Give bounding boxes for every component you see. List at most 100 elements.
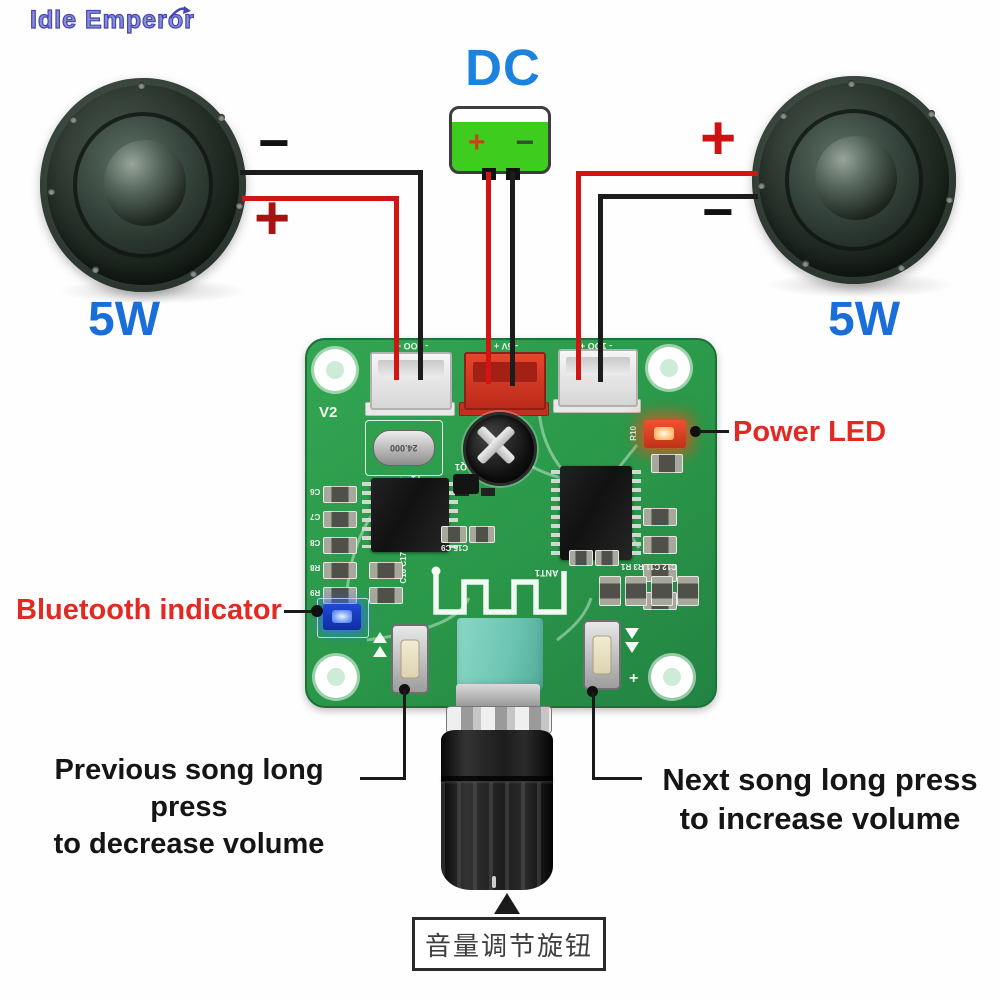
dc-negative-wire	[510, 172, 515, 386]
previous-song-label: Previous song long press to decrease vol…	[14, 752, 364, 863]
crystal-oscillator: 24.000	[373, 430, 435, 466]
volume-potentiometer	[457, 618, 543, 690]
screw-icon	[48, 188, 55, 195]
screw-icon	[70, 116, 77, 123]
next-song-label-line2: to increase volume	[679, 801, 961, 836]
mounting-hole	[314, 349, 356, 391]
bluetooth-callout-dot	[311, 605, 323, 617]
screw-icon	[780, 112, 787, 119]
previous-callout-line	[403, 690, 406, 780]
volume-knob	[441, 730, 553, 890]
left-speaker-positive-wire	[394, 196, 399, 380]
knob-pointer-arrow	[494, 893, 520, 914]
smd-ref: C8	[310, 538, 321, 547]
smd-component	[625, 576, 647, 606]
next-callout-line	[592, 777, 642, 780]
power-led-ref: R10	[629, 426, 638, 441]
smd-component	[569, 550, 593, 566]
screw-icon	[928, 110, 935, 117]
silkscreen-left-output: - 1OO +	[395, 341, 429, 351]
screw-icon	[138, 82, 145, 89]
bluetooth-led	[323, 604, 361, 630]
right-speaker-positive-wire	[576, 171, 581, 380]
right-speaker-plus-sign: +	[700, 104, 737, 173]
battery-minus-sign: −	[515, 124, 534, 160]
smd-component	[323, 537, 357, 554]
power-led-label: Power LED	[733, 416, 887, 448]
diode-silk-icon	[373, 632, 387, 643]
next-song-label: Next song long press to increase volume	[645, 760, 995, 838]
potentiometer-base	[456, 684, 540, 710]
mounting-hole	[315, 656, 357, 698]
amplifier-board: - 1OO + - 5V + - 1OO + V2 24.000 Y1 Q1 C…	[305, 338, 717, 708]
dc-power-connector: + −	[449, 106, 551, 174]
watermark-text: Idle Emperor	[29, 5, 195, 34]
watermark-arrow-icon	[169, 6, 191, 19]
knob-indicator-mark	[492, 876, 496, 888]
battery-plus-sign: +	[468, 126, 486, 159]
smd-component	[599, 576, 621, 606]
left-speaker-connector	[370, 352, 452, 410]
left-speaker	[40, 78, 246, 292]
bluetooth-led-silk	[317, 598, 369, 638]
smd-ref: R8	[310, 563, 321, 572]
previous-callout-line	[360, 777, 406, 780]
volume-knob-label: 音量调节旋钮	[424, 930, 593, 961]
left-speaker-positive-wire	[242, 196, 399, 201]
diode-silk-icon	[625, 642, 639, 653]
smd-component	[441, 526, 467, 543]
smd-component	[369, 587, 403, 604]
right-speaker	[752, 76, 956, 284]
right-speaker-positive-wire	[576, 171, 758, 176]
smd-ref: C15 C9	[441, 543, 469, 552]
screw-icon	[92, 266, 99, 273]
left-speaker-minus-sign: −	[258, 113, 290, 173]
smd-ref: C6	[310, 487, 321, 496]
diode-silk-icon	[625, 628, 639, 639]
transistor-ref-label: Q1	[455, 462, 468, 472]
smd-component	[323, 562, 357, 579]
previous-song-label-line2: to decrease volume	[53, 828, 325, 860]
left-speaker-wattage: 5W	[88, 293, 160, 346]
silk-plus-mark: +	[629, 670, 639, 687]
dc-positive-wire	[486, 172, 491, 384]
smd-component	[469, 526, 495, 543]
power-led-callout-dot	[690, 426, 701, 437]
smd-component	[651, 576, 673, 606]
next-song-button	[583, 620, 621, 690]
bluetooth-ic-chip	[362, 478, 458, 552]
right-speaker-negative-wire	[598, 194, 758, 199]
screw-icon	[848, 80, 855, 87]
previous-callout-dot	[399, 684, 410, 695]
next-callout-line	[592, 692, 595, 780]
power-led	[644, 420, 686, 448]
smd-component	[651, 454, 683, 473]
left-speaker-dustcap	[103, 140, 187, 226]
screw-icon	[898, 264, 905, 271]
crystal-silk-outline	[365, 420, 443, 476]
bluetooth-callout-line	[284, 610, 314, 613]
mounting-hole	[648, 347, 690, 389]
smd-ref: R9	[310, 588, 321, 597]
smd-component	[677, 576, 699, 606]
screw-icon	[758, 182, 765, 189]
left-speaker-negative-wire	[240, 170, 423, 175]
antenna-ref-label: ANT1	[535, 568, 559, 578]
next-song-label-line1: Next song long press	[662, 762, 978, 797]
amplifier-ic-chip	[551, 466, 641, 560]
smd-component	[323, 587, 357, 604]
previous-song-button	[391, 624, 429, 694]
right-speaker-dustcap	[815, 136, 897, 220]
volume-knob-label-box: 音量调节旋钮	[412, 917, 606, 971]
smd-ref: C12 C11 R3 R1	[620, 562, 678, 571]
power-input-connector	[464, 352, 546, 410]
smd-component	[323, 486, 357, 503]
mounting-hole	[651, 656, 693, 698]
screw-icon	[236, 202, 243, 209]
electrolytic-capacitor	[463, 412, 537, 486]
right-speaker-wattage: 5W	[828, 293, 900, 346]
silkscreen-power-input: - 5V +	[493, 341, 519, 351]
smd-component	[369, 562, 403, 579]
transistor-q1	[453, 474, 479, 494]
bluetooth-indicator-label: Bluetooth indicator	[16, 594, 282, 626]
